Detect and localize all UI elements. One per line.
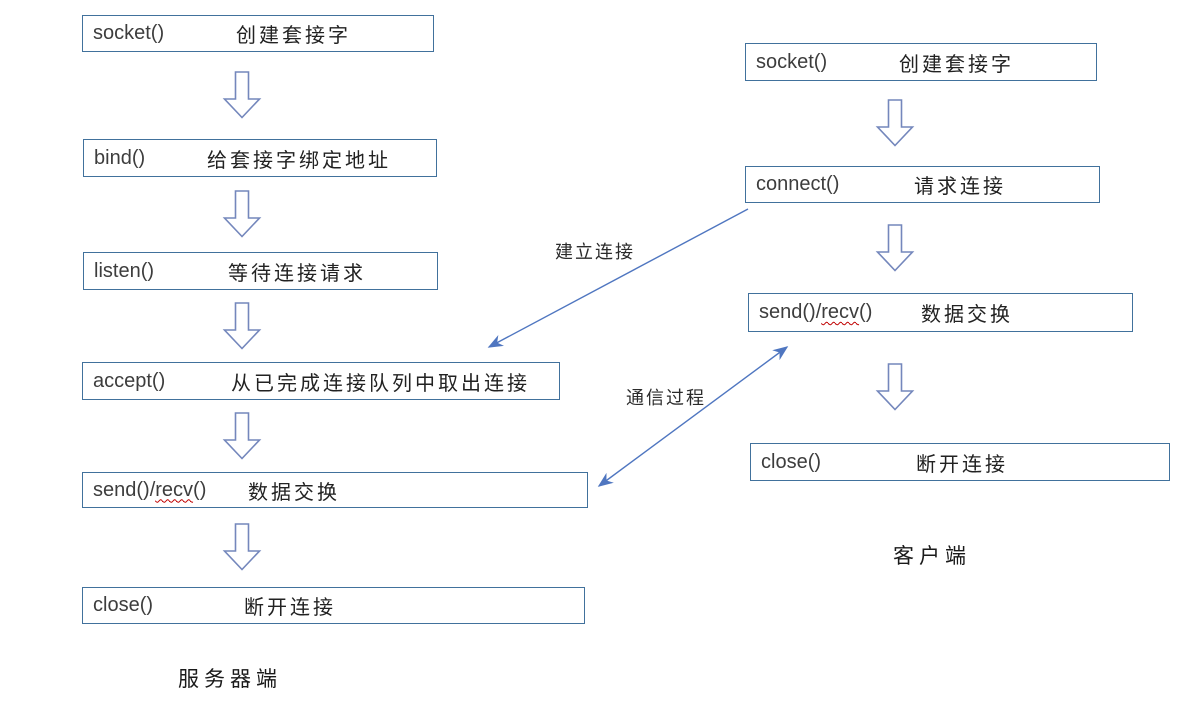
down-arrow-icon xyxy=(222,412,262,460)
client-box-send-recv: send()/recv() 数据交换 xyxy=(748,293,1133,332)
down-arrow-icon xyxy=(222,523,262,571)
server-box-socket: socket() 创建套接字 xyxy=(82,15,434,52)
down-arrow-icon xyxy=(875,99,915,147)
establish-connection-label: 建立连接 xyxy=(555,242,635,262)
function-desc: 从已完成连接队列中取出连接 xyxy=(231,372,530,395)
function-desc: 数据交换 xyxy=(248,481,340,504)
server-box-listen: listen() 等待连接请求 xyxy=(83,252,438,290)
function-name: listen() xyxy=(94,259,155,282)
function-name: socket() xyxy=(93,22,165,44)
function-desc: 断开连接 xyxy=(916,453,1008,476)
fn-part: () xyxy=(859,301,873,323)
function-desc: 创建套接字 xyxy=(236,25,351,47)
down-arrow-icon xyxy=(875,363,915,411)
down-arrow-icon xyxy=(222,71,262,119)
function-name: close() xyxy=(93,594,154,616)
function-desc: 数据交换 xyxy=(921,304,1013,326)
down-arrow-icon xyxy=(875,224,915,272)
fn-part: () xyxy=(193,478,207,501)
function-name: socket() xyxy=(756,50,828,73)
function-name: send()/recv() xyxy=(93,479,248,502)
establish-connection-arrow xyxy=(487,208,749,348)
down-arrow-icon xyxy=(222,190,262,238)
function-desc: 等待连接请求 xyxy=(228,262,366,285)
fn-part-misspelled: recv xyxy=(821,301,860,323)
function-desc: 请求连接 xyxy=(914,176,1006,198)
fn-part: send()/ xyxy=(93,478,156,501)
server-column-label: 服务器端 xyxy=(178,668,282,691)
communication-process-label: 通信过程 xyxy=(626,388,706,408)
function-desc: 断开连接 xyxy=(244,597,336,619)
client-box-connect: connect() 请求连接 xyxy=(745,166,1100,203)
server-box-accept: accept() 从已完成连接队列中取出连接 xyxy=(82,362,560,400)
function-name: send()/recv() xyxy=(759,301,921,324)
server-box-send-recv: send()/recv() 数据交换 xyxy=(82,472,588,508)
function-desc: 给套接字绑定地址 xyxy=(207,149,391,172)
function-name: accept() xyxy=(93,369,166,392)
function-desc: 创建套接字 xyxy=(899,53,1014,76)
server-box-bind: bind() 给套接字绑定地址 xyxy=(83,139,437,177)
function-name: connect() xyxy=(756,173,840,195)
fn-part: send()/ xyxy=(759,301,822,323)
fn-part-misspelled: recv xyxy=(155,478,194,501)
function-name: close() xyxy=(761,450,822,473)
server-box-close: close() 断开连接 xyxy=(82,587,585,624)
function-name: bind() xyxy=(94,146,146,169)
client-box-socket: socket() 创建套接字 xyxy=(745,43,1097,81)
down-arrow-icon xyxy=(222,302,262,350)
client-column-label: 客户端 xyxy=(893,545,971,568)
client-box-close: close() 断开连接 xyxy=(750,443,1170,481)
